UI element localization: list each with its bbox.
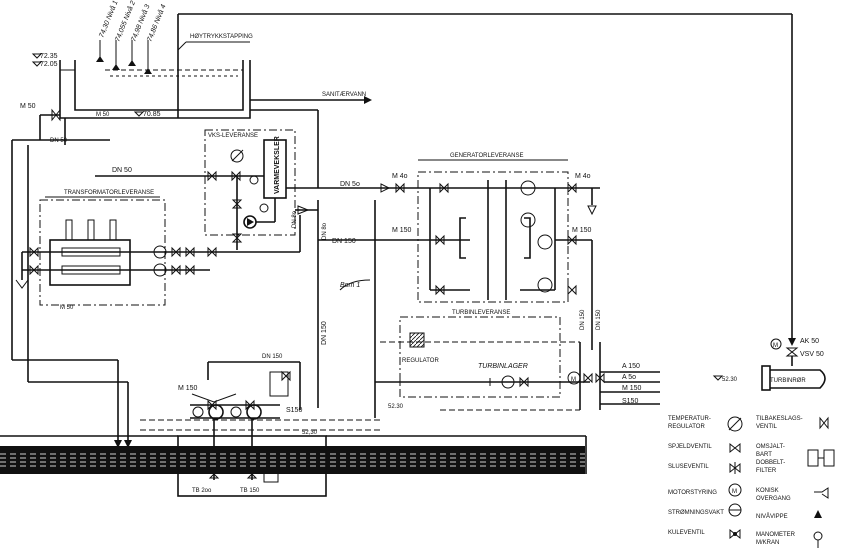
generator-leveranse: GENERATORLEVERANSE M 4o M 4o M 150 M 150… (380, 153, 602, 350)
svg-text:DOBBELT-: DOBBELT- (756, 460, 785, 466)
tailwater-basin (0, 435, 587, 497)
m40b-label: M 4o (575, 173, 591, 180)
bom-label: Bom 1 (340, 282, 360, 289)
svg-text:FILTER: FILTER (756, 468, 777, 474)
level-l2: 72.05 (40, 61, 58, 68)
legend-motorstyring: MOTORSTYRING (668, 490, 717, 496)
legend-temperaturregulator: TEMPERATUR- (668, 416, 711, 422)
vks-leveranse-label: VKS-LEVERANSE (208, 133, 258, 139)
m50-tr-label: M 50 (60, 305, 74, 311)
dn150v-label: DN 150 (321, 321, 328, 345)
svg-text:BART: BART (756, 452, 772, 458)
m50-label: M 50 (96, 112, 110, 118)
varmeveksler-label: VARMEVEKSLER (274, 136, 281, 194)
svg-text:REGULATOR: REGULATOR (668, 424, 705, 430)
level-floats (96, 40, 152, 74)
turbine-inlet: M AK 50 VSV 50 TURBINRØR 52.30 (712, 338, 826, 391)
generatorleveranse-label: GENERATORLEVERANSE (450, 153, 523, 159)
legend-dobbeltfilter: OMSJALT- (756, 444, 785, 450)
svg-text:VENTIL: VENTIL (756, 424, 778, 430)
m150-pump-label: M 150 (178, 385, 198, 392)
turbinror-label: TURBINRØR (770, 378, 806, 384)
legend-manometer: MANOMETER (756, 532, 796, 538)
level-l1: 72.35 (40, 53, 58, 60)
tb200-label: TB 2oo (192, 488, 212, 494)
s150-right-label: S150 (622, 398, 638, 405)
vks-leveranse: VKS-LEVERANSE VARMEVEKSLER DN 50 DN 8o (95, 129, 318, 250)
s150-label: S150 (286, 407, 302, 414)
legend-slusventil: SLUSEVENTIL (668, 464, 709, 470)
m150b-label: M 150 (572, 227, 592, 234)
legend: TEMPERATUR- REGULATOR TILBAKESLAGS- VENT… (668, 416, 835, 548)
svg-text:M: M (732, 489, 737, 495)
a50-label: A 5o (622, 374, 636, 381)
dn150b-label: DN 150 (580, 309, 586, 330)
level-l3: 70.85 (143, 111, 161, 118)
dn50-mid-label: DN 50 (112, 167, 132, 174)
ak50-label: AK 50 (800, 338, 819, 345)
svg-text:M: M (773, 343, 778, 349)
level-l5: 52.30 (388, 404, 404, 410)
turbinlager-label: TURBINLAGER (478, 363, 528, 370)
m40a-label: M 4o (392, 173, 408, 180)
legend-stromningsvakt: STRØMNINGSVAKT (668, 510, 724, 516)
svg-text:OVERGANG: OVERGANG (756, 496, 791, 502)
level-l6: 52,30 (302, 430, 318, 436)
transformatorleveranse-label: TRANSFORMATORLEVERANSE (64, 190, 154, 196)
regulator-label: REGULATOR (402, 358, 439, 364)
transformator-leveranse: TRANSFORMATORLEVERANSE M 50 (15, 190, 300, 311)
intake-tank: 72.35 72.05 70.85 74,30 Nivå 1 74,055 Ni… (11, 0, 796, 448)
legend-kuleventil: KULEVENTIL (668, 530, 705, 536)
m50-top-label: M 50 (20, 103, 36, 110)
svg-text:M: M (571, 377, 576, 383)
dn50-tank-label: DN 50 (50, 138, 68, 144)
dn50-right-label: DN 5o (340, 181, 360, 188)
sanitaervann-label: SANITÆRVANN (322, 92, 366, 98)
m150-right-label: M 150 (622, 385, 642, 392)
dn80b-label: DN 8o (322, 222, 328, 240)
turbinleveranse-label: TURBINLEVERANSE (452, 310, 510, 316)
legend-nivavippe: NIVÅVIPPE (756, 513, 788, 520)
svg-text:M/KRAN: M/KRAN (756, 540, 779, 546)
legend-spjeldventil: SPJELDVENTIL (668, 444, 712, 450)
a150-label: A 150 (622, 363, 640, 370)
m150a-label: M 150 (392, 227, 412, 234)
hoytrykkstapping-label: HØYTRYKKSTAPPING (190, 34, 253, 40)
tb150-label: TB 150 (240, 488, 260, 494)
legend-konisk: KONISK (756, 488, 779, 494)
turbin-leveranse: TURBINLEVERANSE REGULATOR TURBINLAGER 52… (375, 310, 660, 411)
level-l4: 52.30 (722, 377, 738, 383)
legend-tilbakeslagsventil: TILBAKESLAGS- (756, 416, 803, 422)
dn150a-label: DN 150 (332, 238, 356, 245)
dn150d-label: DN 150 (262, 354, 283, 360)
dn150c-label: DN 150 (596, 309, 602, 330)
vsv50-label: VSV 50 (800, 351, 824, 358)
dn80-label: DN 8o (292, 210, 298, 228)
